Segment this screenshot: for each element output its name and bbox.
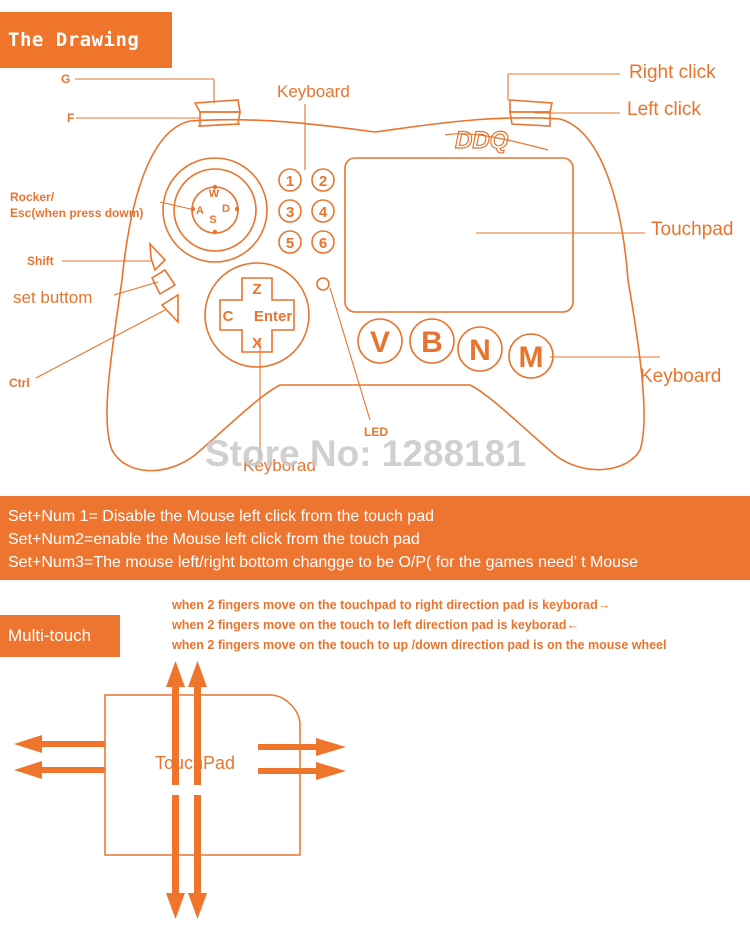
instruction-band: Set+Num 1= Disable the Mouse left click … <box>0 496 750 580</box>
key-6: 6 <box>319 235 327 252</box>
label-right-click: Right click <box>629 62 716 83</box>
touchpad-outline <box>104 694 301 856</box>
key-4: 4 <box>319 204 328 221</box>
dpad-up-label: Z <box>252 281 261 298</box>
watermark: Store No: 1288181 <box>205 433 526 474</box>
arrow-up-2 <box>194 685 201 785</box>
label-shift: Shift <box>27 254 54 268</box>
key-1: 1 <box>286 173 294 190</box>
controller-body <box>106 117 645 472</box>
label-left-click: Left click <box>627 99 701 120</box>
key-2: 2 <box>319 173 327 190</box>
stick-d-label: D <box>222 203 230 215</box>
label-f: F <box>67 111 75 125</box>
instruction-line-2: Set+Num2=enable the Mouse left click fro… <box>8 531 420 548</box>
key-v: V <box>370 326 390 359</box>
brand-logo: DDQ <box>455 127 509 154</box>
key-n: N <box>469 334 491 367</box>
multitouch-note-3: when 2 fingers move on the touch to up /… <box>172 638 667 652</box>
controller-diagram: W A S D Z C Enter X 1 2 3 4 5 6 V B N M … <box>35 73 660 472</box>
arrow-up-1 <box>172 685 179 785</box>
label-rocker-esc: Esc(when press dowm) <box>10 206 144 220</box>
key-b: B <box>421 326 443 359</box>
label-ctrl: Ctrl <box>9 376 30 390</box>
label-set-button: set buttom <box>13 288 93 307</box>
dpad-left-label: C <box>223 308 234 325</box>
arrow-down-1 <box>172 795 179 895</box>
key-5: 5 <box>286 235 294 252</box>
arrow-left-1 <box>40 741 105 747</box>
dpad-center-label: Enter <box>254 308 293 325</box>
arrow-right-2 <box>258 768 318 774</box>
stick-w-label: W <box>209 188 220 200</box>
key-3: 3 <box>286 204 294 221</box>
arrow-down-2 <box>194 795 201 895</box>
arrow-right-1 <box>258 744 318 750</box>
label-keyboard-bottom: Keyborad <box>243 456 316 475</box>
label-touchpad: Touchpad <box>651 219 734 240</box>
multitouch-note-1: when 2 fingers move on the touchpad to r… <box>172 598 611 612</box>
dpad-down-label: X <box>252 335 262 352</box>
label-g: G <box>61 72 71 86</box>
multitouch-diagram: TouchPad <box>14 661 346 919</box>
multitouch-note-2: when 2 fingers move on the touch to left… <box>172 618 580 632</box>
arrow-left-2 <box>40 767 105 773</box>
stick-a-label: A <box>196 205 204 217</box>
touchpad-label: TouchPad <box>155 753 235 773</box>
stick-s-label: S <box>209 214 216 226</box>
instruction-line-1: Set+Num 1= Disable the Mouse left click … <box>8 508 434 525</box>
key-m: M <box>519 341 544 374</box>
label-led: LED <box>364 425 388 439</box>
label-keyboard-right: Keyboard <box>640 366 722 387</box>
instruction-line-3: Set+Num3=The mouse left/right bottom cha… <box>8 554 638 571</box>
multitouch-title: Multi-touch <box>0 615 120 657</box>
label-rocker: Rocker/ <box>10 190 55 204</box>
header-title: The Drawing <box>0 12 172 68</box>
label-keyboard-top: Keyboard <box>277 82 350 101</box>
